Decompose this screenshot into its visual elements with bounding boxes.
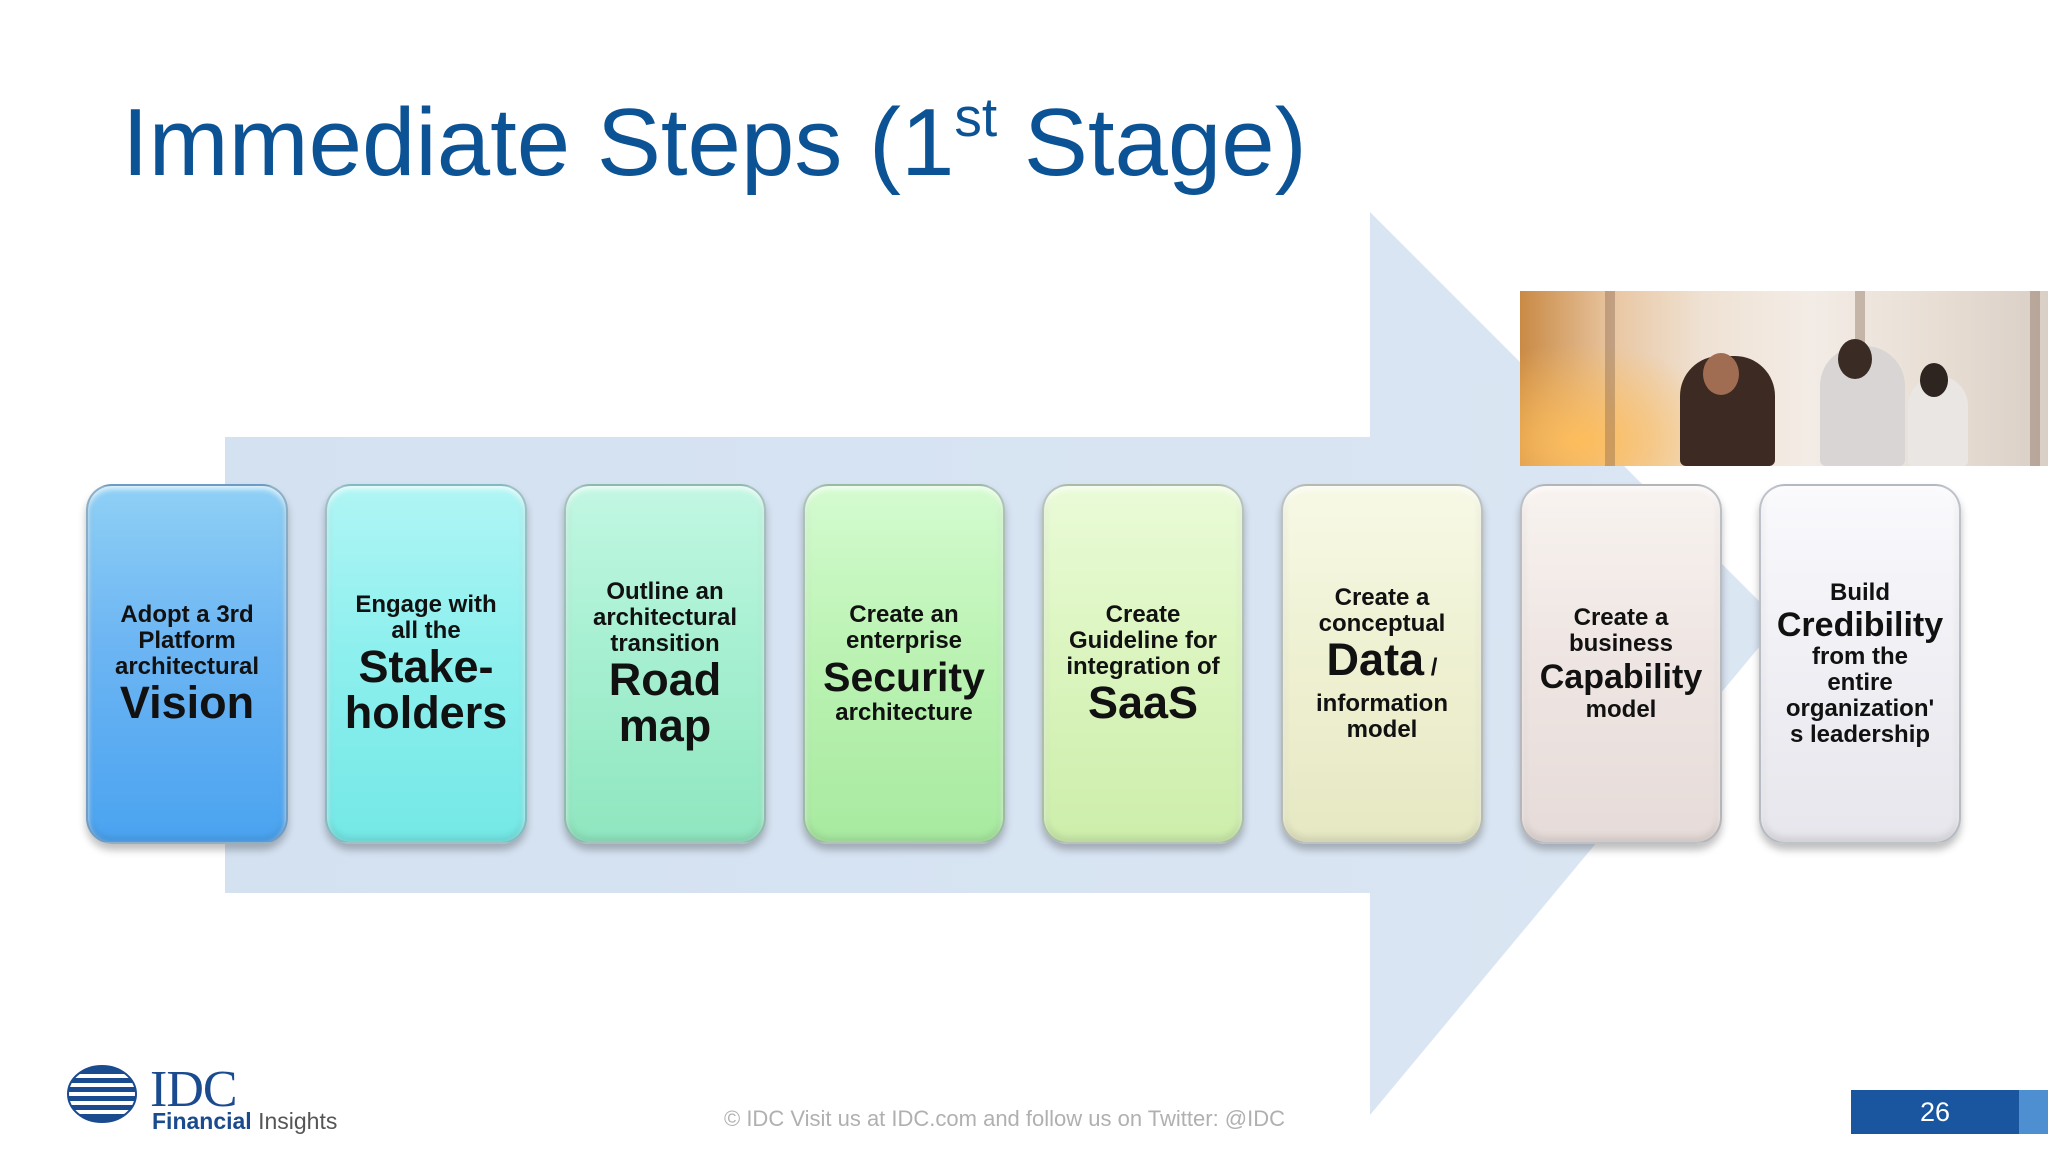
page-number: 26: [1851, 1090, 2019, 1134]
footer-copyright: © IDC Visit us at IDC.com and follow us …: [724, 1106, 1286, 1131]
step-data-model: Create a conceptual Data / information m…: [1281, 484, 1483, 844]
logo-subtitle: Financial Insights: [152, 1108, 338, 1134]
step-credibility: Build Credibility from the entire organi…: [1759, 484, 1961, 844]
step-stakeholders: Engage with all the Stake- holders: [325, 484, 527, 844]
page-number-accent: [2019, 1090, 2048, 1134]
step-saas: Create Guideline for integration of SaaS: [1042, 484, 1244, 844]
step-security: Create an enterprise Security architectu…: [803, 484, 1005, 844]
step-road-map: Outline an architectural transition Road…: [564, 484, 766, 844]
team-photo: [1520, 291, 2048, 466]
globe-icon: [58, 1065, 146, 1123]
slide-title: Immediate Steps (1st Stage): [122, 86, 1307, 196]
idc-financial-insights-logo: IDC Financial Insights: [58, 1061, 348, 1140]
step-vision: Adopt a 3rd Platform architectural Visio…: [86, 484, 288, 844]
logo-wordmark: IDC: [150, 1061, 238, 1118]
step-capability: Create a business Capability model: [1520, 484, 1722, 844]
data-slash: /: [1424, 654, 1438, 681]
data-label: Data: [1326, 634, 1425, 685]
